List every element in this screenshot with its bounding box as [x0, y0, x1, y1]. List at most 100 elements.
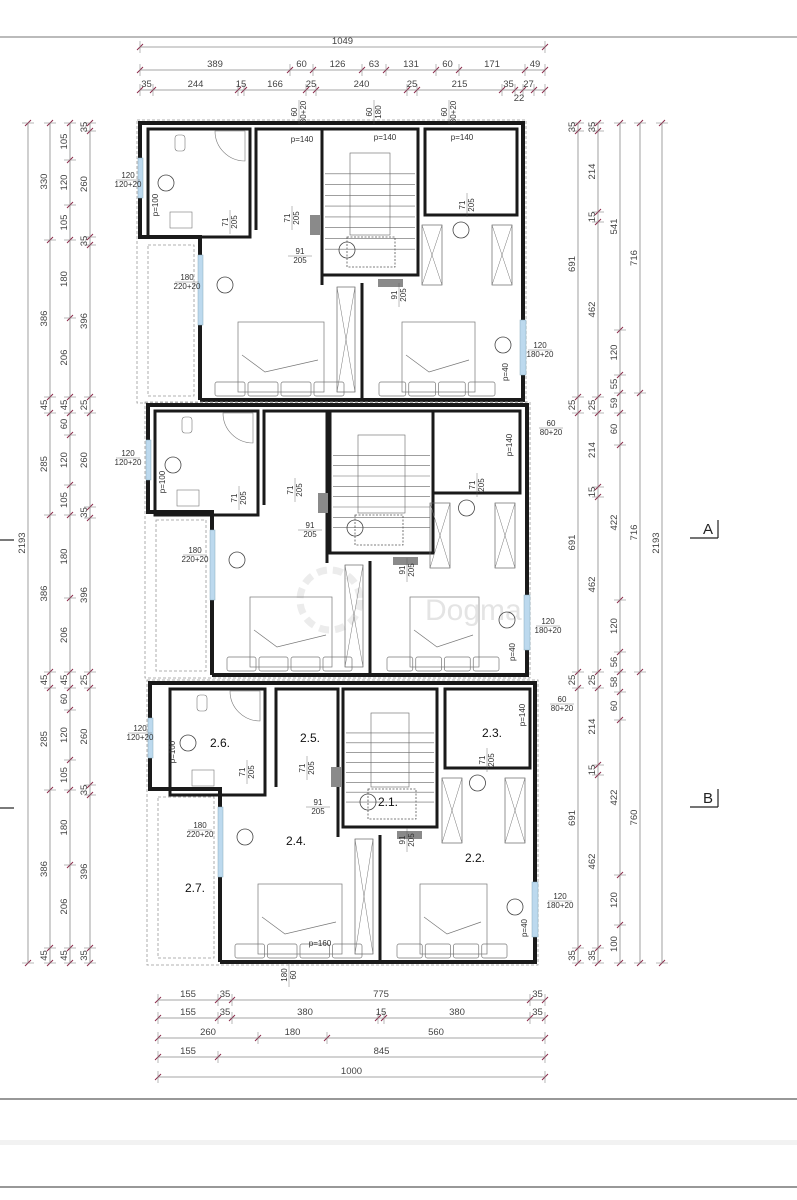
- wardrobe-cross: [421, 224, 443, 286]
- opening-annotation: p=140: [291, 135, 314, 144]
- building-floor: [136, 119, 539, 966]
- opening-size-bottom: 60: [289, 970, 298, 979]
- dimension-value: 386: [39, 586, 50, 602]
- dimension-value: 25: [567, 675, 578, 686]
- wardrobe-cross: [336, 286, 356, 393]
- pillow: [408, 381, 436, 397]
- opening-size-top: 120: [553, 892, 567, 901]
- dimension-value: 35: [567, 122, 578, 133]
- opening-size-bottom: 205: [311, 807, 325, 816]
- room-label-2-1: 2.1.: [378, 795, 398, 809]
- balcony: [147, 244, 195, 397]
- opening-size-top: 71: [283, 213, 292, 222]
- toilet-icon: [196, 694, 208, 712]
- room-label-2-6: 2.6.: [210, 736, 230, 750]
- window: [523, 594, 531, 651]
- dimension-value: 691: [567, 535, 578, 551]
- room-label-2-5: 2.5.: [300, 731, 320, 745]
- shower-icon: [229, 690, 261, 722]
- pillow: [444, 656, 471, 672]
- opening-size-bottom: 205: [293, 256, 307, 265]
- dimension-value: 691: [567, 810, 578, 826]
- dimension-value: 206: [59, 627, 70, 643]
- double-bed: [386, 596, 500, 672]
- opening-size-top: 91: [398, 565, 407, 574]
- stairwell-walls: [341, 687, 439, 829]
- dimension-value: 380: [297, 1007, 313, 1018]
- dimension-value: 126: [330, 59, 346, 70]
- dimension-value: 35: [532, 989, 543, 1000]
- balcony: [155, 519, 207, 672]
- ceiling-light-icon: [228, 551, 246, 569]
- wardrobe-cross: [344, 564, 364, 668]
- dimension-value: 214: [587, 442, 598, 458]
- dimension-value: 155: [180, 1007, 196, 1018]
- dimension-value: 60: [59, 694, 70, 705]
- door-marker: [331, 767, 341, 787]
- dimension-value: 131: [403, 59, 419, 70]
- ceiling-light-icon: [506, 898, 524, 916]
- pillow: [258, 656, 289, 672]
- pillow: [396, 943, 423, 959]
- exterior-wall: [146, 403, 529, 677]
- dimension-value: 25: [587, 675, 598, 686]
- dimension-value: 60: [296, 59, 307, 70]
- door-marker: [318, 493, 328, 513]
- dimension-value: 45: [59, 950, 70, 961]
- opening-size-bottom: 205: [467, 198, 476, 212]
- opening-size-bottom: 180+20: [527, 350, 554, 359]
- double-bed: [214, 321, 345, 397]
- washbasin-icon: [176, 489, 200, 507]
- dimension-value: 120: [59, 175, 70, 191]
- opening-annotation: p=140: [374, 133, 397, 142]
- opening-size-bottom: 205: [487, 753, 496, 767]
- bathroom-left-walls: [146, 127, 252, 239]
- opening-size-top: 180: [280, 968, 289, 982]
- pillow: [290, 656, 321, 672]
- exterior-wall: [148, 681, 537, 964]
- bathroom-left-walls: [168, 687, 267, 797]
- opening-size-bottom: 220+20: [182, 555, 209, 564]
- room-label-2-4: 2.4.: [286, 834, 306, 848]
- wardrobe: [421, 224, 443, 286]
- dimension-value: 260: [79, 452, 90, 468]
- opening-annotation: p=100: [151, 193, 160, 216]
- pillow: [332, 943, 363, 959]
- dimension-value: 845: [374, 1046, 390, 1057]
- opening-size-top: 71: [230, 493, 239, 502]
- wardrobe-cross: [354, 838, 374, 955]
- opening-size-top: p=140: [374, 133, 397, 142]
- dimension-value: 541: [609, 219, 620, 235]
- watermark-logo: Dogma: [296, 566, 522, 634]
- dimension-value: 27: [523, 79, 534, 90]
- bathroom-right-walls: [443, 687, 532, 770]
- dimension-column-right: 2193: [651, 119, 668, 967]
- section-markers: A B: [0, 520, 719, 809]
- toilet-icon: [181, 416, 193, 434]
- opening-size-top: p=100: [168, 740, 177, 763]
- opening-size-top: p=140: [451, 133, 474, 142]
- bed-frame: [419, 883, 488, 955]
- pillow: [299, 943, 330, 959]
- opening-size-top: 120: [121, 449, 135, 458]
- pillow: [267, 943, 298, 959]
- dimension-value: 15: [587, 765, 598, 776]
- bed-frame: [237, 321, 325, 393]
- bed-sheet: [241, 354, 319, 373]
- pillow: [472, 656, 500, 672]
- dimension-value: 120: [59, 452, 70, 468]
- stair-well: [349, 152, 391, 236]
